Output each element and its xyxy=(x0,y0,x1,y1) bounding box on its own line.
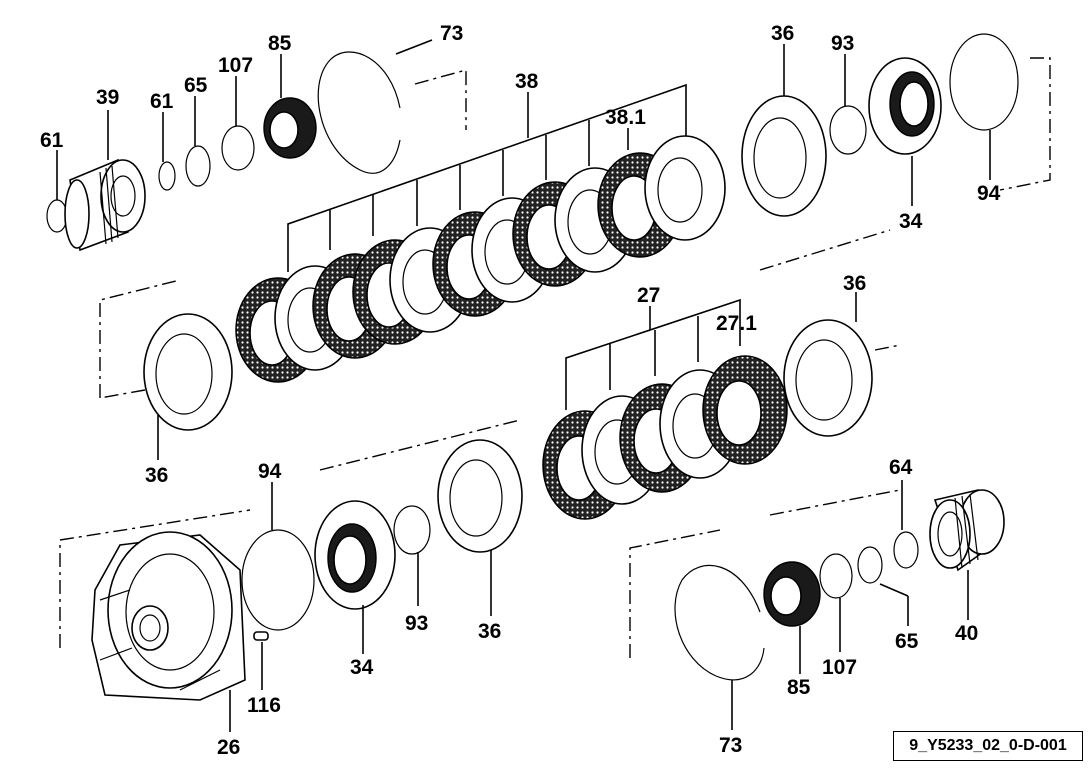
end-plate-36-upper-right xyxy=(741,95,827,217)
snap-ring-64 xyxy=(893,531,919,569)
leader-lines xyxy=(56,39,991,732)
callout-36-upper-right: 36 xyxy=(771,22,794,45)
circlip-65-upper xyxy=(185,145,211,187)
callout-27: 27 xyxy=(637,284,660,307)
bearing-85-lower xyxy=(763,561,821,627)
callout-36-lower: 36 xyxy=(478,620,501,643)
o-ring-94-lower xyxy=(241,529,315,631)
callout-64: 64 xyxy=(889,456,913,479)
drum-40 xyxy=(929,489,1005,572)
callout-94-lower: 94 xyxy=(258,460,282,483)
clutch-pack-38 xyxy=(235,135,726,383)
callout-38: 38 xyxy=(515,70,539,93)
callout-61-right: 61 xyxy=(150,90,174,113)
callout-34-lower: 34 xyxy=(350,656,374,679)
callout-85-upper: 85 xyxy=(268,32,292,55)
gear-hub-39 xyxy=(64,158,146,252)
piston-34-lower xyxy=(314,500,396,610)
assembly-axis-lines xyxy=(59,57,1051,658)
callout-107-lower: 107 xyxy=(822,656,857,679)
snap-ring-61-right xyxy=(158,161,176,191)
callout-65-lower: 65 xyxy=(895,630,919,653)
ring-107-upper xyxy=(221,125,255,171)
piston-34-upper xyxy=(868,57,942,155)
bearing-85-upper xyxy=(263,97,317,159)
callout-94-upper: 94 xyxy=(977,182,1001,205)
callout-40: 40 xyxy=(955,622,978,645)
callout-65-upper: 65 xyxy=(184,74,208,97)
callout-34-upper: 34 xyxy=(899,210,923,233)
callout-93-lower: 93 xyxy=(405,612,428,635)
snap-ring-73-upper xyxy=(317,51,401,174)
end-plate-36-lower xyxy=(437,439,523,553)
end-plate-36-middle-right xyxy=(783,319,873,437)
end-plate-36-middle-left xyxy=(143,313,233,431)
seal-ring-93-upper xyxy=(829,105,867,155)
callout-73-lower: 73 xyxy=(719,734,742,757)
snap-ring-73-lower xyxy=(674,565,765,681)
ring-107-lower xyxy=(819,553,853,599)
callout-36-middle-right: 36 xyxy=(843,272,866,295)
clutch-pack-38-bracket xyxy=(287,83,687,272)
housing-26 xyxy=(91,531,246,701)
callout-39: 39 xyxy=(96,86,119,109)
clutch-pack-27-bracket xyxy=(565,298,741,410)
callout-labels: 61 39 61 65 107 85 73 38 38.1 36 93 34 9… xyxy=(40,22,1001,759)
drawing-reference-box: 9_Y5233_02_0-D-001 xyxy=(893,731,1083,761)
callout-26: 26 xyxy=(217,736,240,759)
callout-73-upper: 73 xyxy=(440,22,463,45)
callout-85-lower: 85 xyxy=(787,676,811,699)
pin-116 xyxy=(253,631,269,641)
o-ring-94-upper xyxy=(949,33,1019,131)
snap-ring-61-left xyxy=(46,199,68,233)
seal-ring-93-lower xyxy=(393,505,431,555)
circlip-65-lower xyxy=(857,546,883,584)
clutch-pack-27 xyxy=(542,355,788,520)
callout-61-left: 61 xyxy=(40,129,64,152)
callout-107-upper: 107 xyxy=(218,54,253,77)
callout-27-1: 27.1 xyxy=(716,312,757,335)
callout-38-1: 38.1 xyxy=(605,106,646,129)
callout-93-upper: 93 xyxy=(831,32,854,55)
callout-36-middle-left: 36 xyxy=(145,464,168,487)
callout-116: 116 xyxy=(247,694,281,717)
